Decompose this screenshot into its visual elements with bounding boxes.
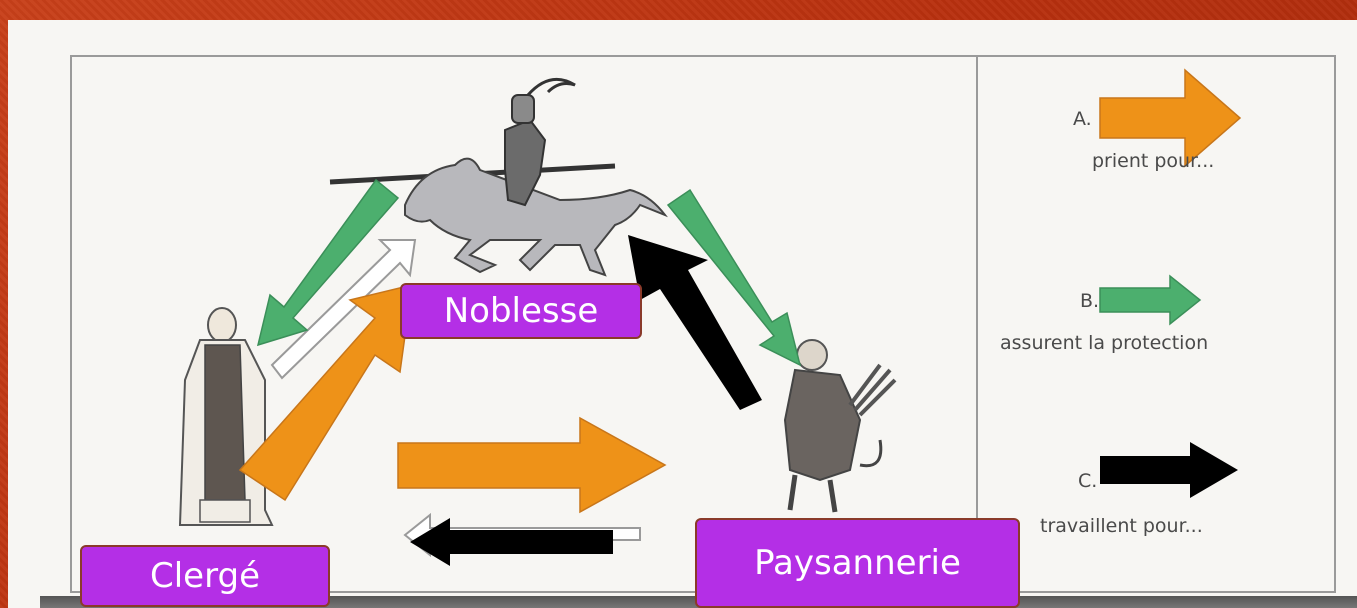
prayer-arrow-clergy-to-peasants xyxy=(397,416,667,514)
knight-on-horse-icon xyxy=(329,77,668,277)
legend-caption-a: prient pour... xyxy=(1092,150,1215,172)
legend-letter-a: A. xyxy=(1073,108,1092,130)
node-label-paysannerie: Paysannerie xyxy=(695,518,1020,608)
protection-arrow-nobility-to-clergy xyxy=(256,178,400,347)
legend-frame xyxy=(976,55,1336,593)
legend-caption-c: travaillent pour... xyxy=(1040,515,1203,537)
legend-arrow-protection xyxy=(1099,274,1202,326)
node-label-noblesse: Noblesse xyxy=(400,283,642,339)
monk-icon xyxy=(178,307,274,526)
legend-caption-b: assurent la protection xyxy=(1000,332,1209,354)
printed-outline-arrow xyxy=(270,239,417,380)
work-arrow-peasants-to-nobility xyxy=(628,235,762,410)
legend-arrow-prayer xyxy=(1099,68,1242,168)
legend-letter-b: B. xyxy=(1080,290,1100,312)
diagram-frame xyxy=(70,55,976,593)
peasant-icon xyxy=(783,339,897,513)
node-label-clerge: Clergé xyxy=(80,545,330,607)
legend-arrow-work xyxy=(1100,442,1238,498)
protection-arrow-nobility-to-peasants xyxy=(666,188,802,367)
legend-letter-c: C. xyxy=(1078,470,1098,492)
work-arrow-peasants-to-clergy xyxy=(410,518,613,566)
